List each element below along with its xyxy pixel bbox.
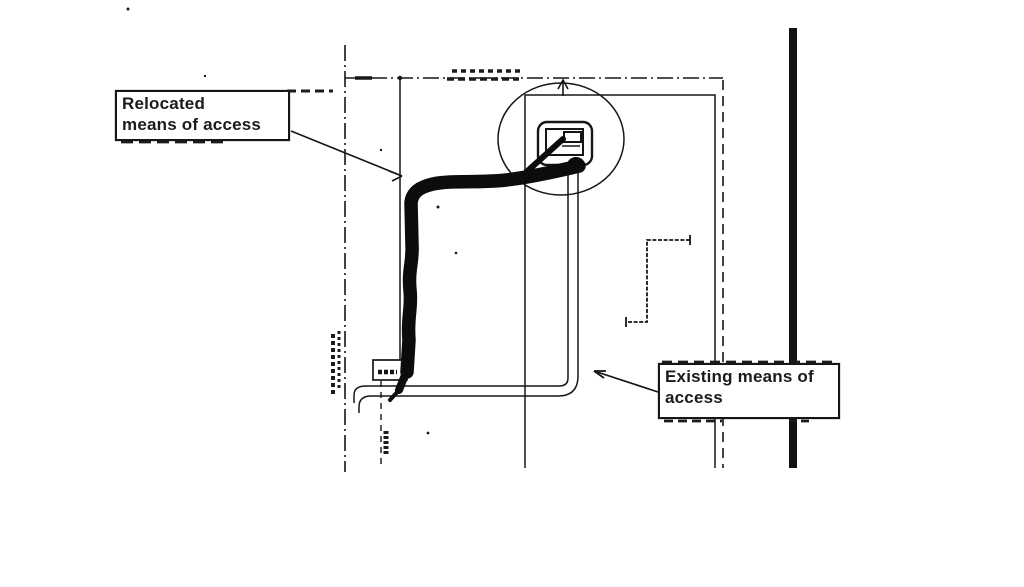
callout-existing-access: Existing means of access (658, 363, 840, 419)
existing-leader-arrow (593, 370, 659, 393)
illegible-annotations (121, 69, 833, 454)
scan-specks (126, 7, 458, 435)
street-edge-bar (789, 28, 797, 468)
entry-gate-detail (536, 120, 594, 167)
callout-relocated-line2: means of access (122, 115, 262, 134)
callout-relocated-line1: Relocated (122, 94, 206, 113)
relocated-access-marker (388, 136, 586, 402)
building-outline (524, 94, 716, 468)
existing-access-path (353, 173, 579, 413)
callout-existing-line1: Existing means of (665, 367, 814, 386)
access-detail-circle (497, 82, 625, 196)
callout-relocated-access: Relocated means of access (115, 90, 290, 141)
interior-survey-line (380, 75, 403, 467)
callout-existing-line2: access (665, 388, 723, 407)
step-feature (625, 235, 691, 327)
relocated-leader-arrow (290, 130, 403, 182)
